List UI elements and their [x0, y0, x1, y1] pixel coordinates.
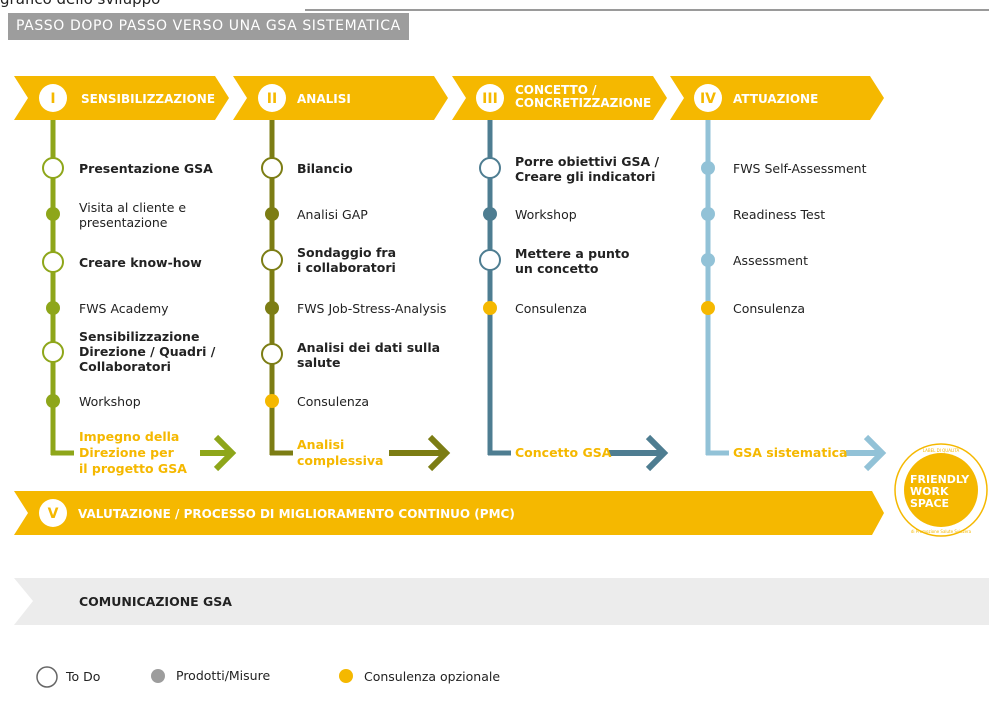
- legend-consulting-label: Consulenza opzionale: [364, 669, 501, 684]
- phase-4-chevron: [670, 76, 884, 120]
- phase-1-title: SENSIBILIZZAZIONE: [81, 92, 216, 106]
- phase-4-title: ATTUAZIONE: [733, 92, 819, 106]
- legend-products-icon: [151, 669, 165, 683]
- p2-consulting-node: [265, 394, 279, 408]
- phase-2-title: ANALISI: [297, 92, 351, 106]
- p1-todo-node: [42, 157, 64, 179]
- top-fragment-text: grafico dello sviluppo: [0, 0, 160, 8]
- phase-4-numeral-circle: [694, 84, 722, 112]
- phase-v-title: VALUTAZIONE / PROCESSO DI MIGLIORAMENTO …: [78, 507, 515, 521]
- badge-line-2: WORK: [910, 485, 949, 498]
- p2-todo-node: [261, 157, 283, 179]
- phase-2-numeral: II: [267, 91, 277, 107]
- legend-todo-icon: [36, 666, 58, 688]
- phase-2-result-arrow: [389, 434, 451, 472]
- p2-item-4: FWS Job-Stress-Analysis: [297, 301, 447, 316]
- phase-v-numeral: V: [48, 506, 59, 522]
- legend-todo-label: To Do: [66, 669, 101, 684]
- p1-item-1: Presentazione GSA: [79, 161, 213, 176]
- p2-todo-node: [261, 249, 283, 271]
- phase-3-title-line-1: CONCETTO /: [515, 83, 597, 97]
- phase-3-numeral: III: [482, 91, 498, 107]
- p1-product-node: [46, 301, 60, 315]
- p1-product-node: [46, 394, 60, 408]
- phase-2-chevron: [233, 76, 448, 120]
- p2-product-node: [265, 301, 279, 315]
- p4-product-node: [701, 253, 715, 267]
- communication-bar: [14, 578, 989, 625]
- p1-item-6: Workshop: [79, 394, 141, 409]
- phase-3-title-line-2: CONCRETIZZAZIONE: [515, 96, 652, 110]
- badge-line-1: FRIENDLY: [910, 473, 970, 486]
- p3-todo-node: [479, 157, 501, 179]
- p4-item-4: Consulenza: [733, 301, 806, 316]
- p2-item-2: Analisi GAP: [297, 207, 368, 222]
- phase-1-numeral: I: [50, 91, 55, 107]
- p4-item-1: FWS Self-Assessment: [733, 161, 867, 176]
- phase-1-chevron: [14, 76, 229, 120]
- p3-result: Concetto GSA: [515, 445, 612, 460]
- p3-product-node: [483, 207, 497, 221]
- badge-line-3: SPACE: [910, 497, 949, 510]
- phase-3-numeral-circle: [476, 84, 504, 112]
- phase-v-bar: [14, 491, 884, 535]
- phase-1-numeral-circle: [39, 84, 67, 112]
- p1-todo-node: [42, 341, 64, 363]
- phase-3-result-arrow: [609, 434, 669, 472]
- p3-todo-node: [479, 249, 501, 271]
- phase-3-chevron: [452, 76, 667, 120]
- top-rule: [305, 9, 989, 11]
- badge-ring-bottom: di Promozione Salute Svizzera: [911, 529, 972, 534]
- diagram-title: PASSO DOPO PASSO VERSO UNA GSA SISTEMATI…: [8, 13, 409, 40]
- p4-product-node: [701, 207, 715, 221]
- p2-todo-node: [261, 343, 283, 365]
- p4-item-2: Readiness Test: [733, 207, 826, 222]
- p1-item-3: Creare know-how: [79, 255, 202, 270]
- legend-consulting-icon: [339, 669, 353, 683]
- legend-products-label: Prodotti/Misure: [176, 668, 271, 683]
- p3-item-2: Workshop: [515, 207, 577, 222]
- p2-item-6: Consulenza: [297, 394, 370, 409]
- communication-label: COMUNICAZIONE GSA: [79, 594, 232, 609]
- phase-1-result-arrow: [200, 434, 237, 472]
- p1-todo-node: [42, 251, 64, 273]
- top-cut-line: grafico dello sviluppo: [0, 0, 989, 12]
- phase-4-result-arrow: [846, 434, 887, 472]
- p3-item-1: Porre obiettivi GSA /Creare gli indicato…: [515, 154, 660, 184]
- phase-2-numeral-circle: [258, 84, 286, 112]
- phase-4-numeral: IV: [700, 91, 716, 107]
- p3-item-4: Consulenza: [515, 301, 588, 316]
- p1-product-node: [46, 207, 60, 221]
- p4-result: GSA sistematica: [733, 445, 848, 460]
- p3-consulting-node: [483, 301, 497, 315]
- p2-item-1: Bilancio: [297, 161, 353, 176]
- phase-3-title: CONCETTO /CONCRETIZZAZIONE: [515, 84, 651, 110]
- phase-v-numeral-circle: [39, 499, 67, 527]
- p2-product-node: [265, 207, 279, 221]
- p1-item-4: FWS Academy: [79, 301, 169, 316]
- badge-ring-top: LABEL DI QUALITÀ: [923, 448, 960, 453]
- friendly-work-space-badge: FRIENDLY WORK SPACE LABEL DI QUALITÀ di …: [894, 443, 988, 537]
- p4-product-node: [701, 161, 715, 175]
- p4-consulting-node: [701, 301, 715, 315]
- p4-item-3: Assessment: [733, 253, 808, 268]
